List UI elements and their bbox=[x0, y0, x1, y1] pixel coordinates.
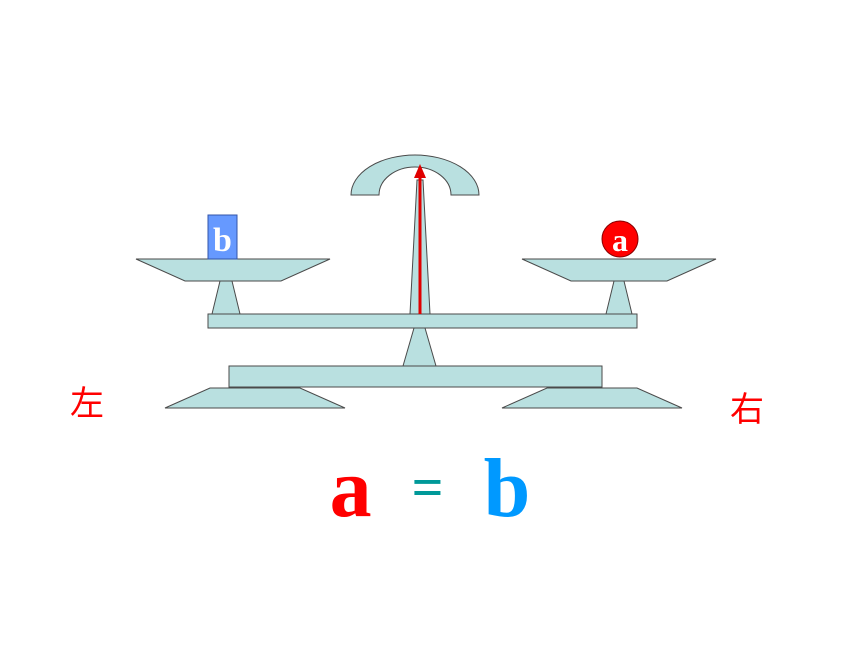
equation-lhs: a bbox=[329, 442, 372, 535]
weight-a-label: a bbox=[612, 222, 628, 258]
weight-b bbox=[207, 214, 238, 260]
central-support bbox=[402, 327, 437, 367]
beam bbox=[207, 313, 638, 329]
dial-arch bbox=[350, 154, 480, 196]
weight-a bbox=[601, 220, 639, 258]
pan-support-right bbox=[605, 280, 633, 315]
left-side-label: 左 bbox=[70, 384, 104, 424]
pointer-arrowhead bbox=[414, 164, 426, 178]
equation-rhs: b bbox=[483, 442, 531, 535]
base-foot-left bbox=[164, 387, 346, 409]
weight-b-label: b bbox=[213, 222, 232, 259]
base-foot-right bbox=[501, 387, 683, 409]
equation-operator: = bbox=[411, 457, 444, 519]
pan-support-left bbox=[211, 280, 241, 315]
right-side-label: 右 bbox=[730, 390, 764, 430]
pan-left bbox=[135, 258, 331, 282]
base-bar bbox=[228, 365, 603, 388]
equation: a = b bbox=[0, 440, 860, 537]
pan-right bbox=[521, 258, 717, 282]
